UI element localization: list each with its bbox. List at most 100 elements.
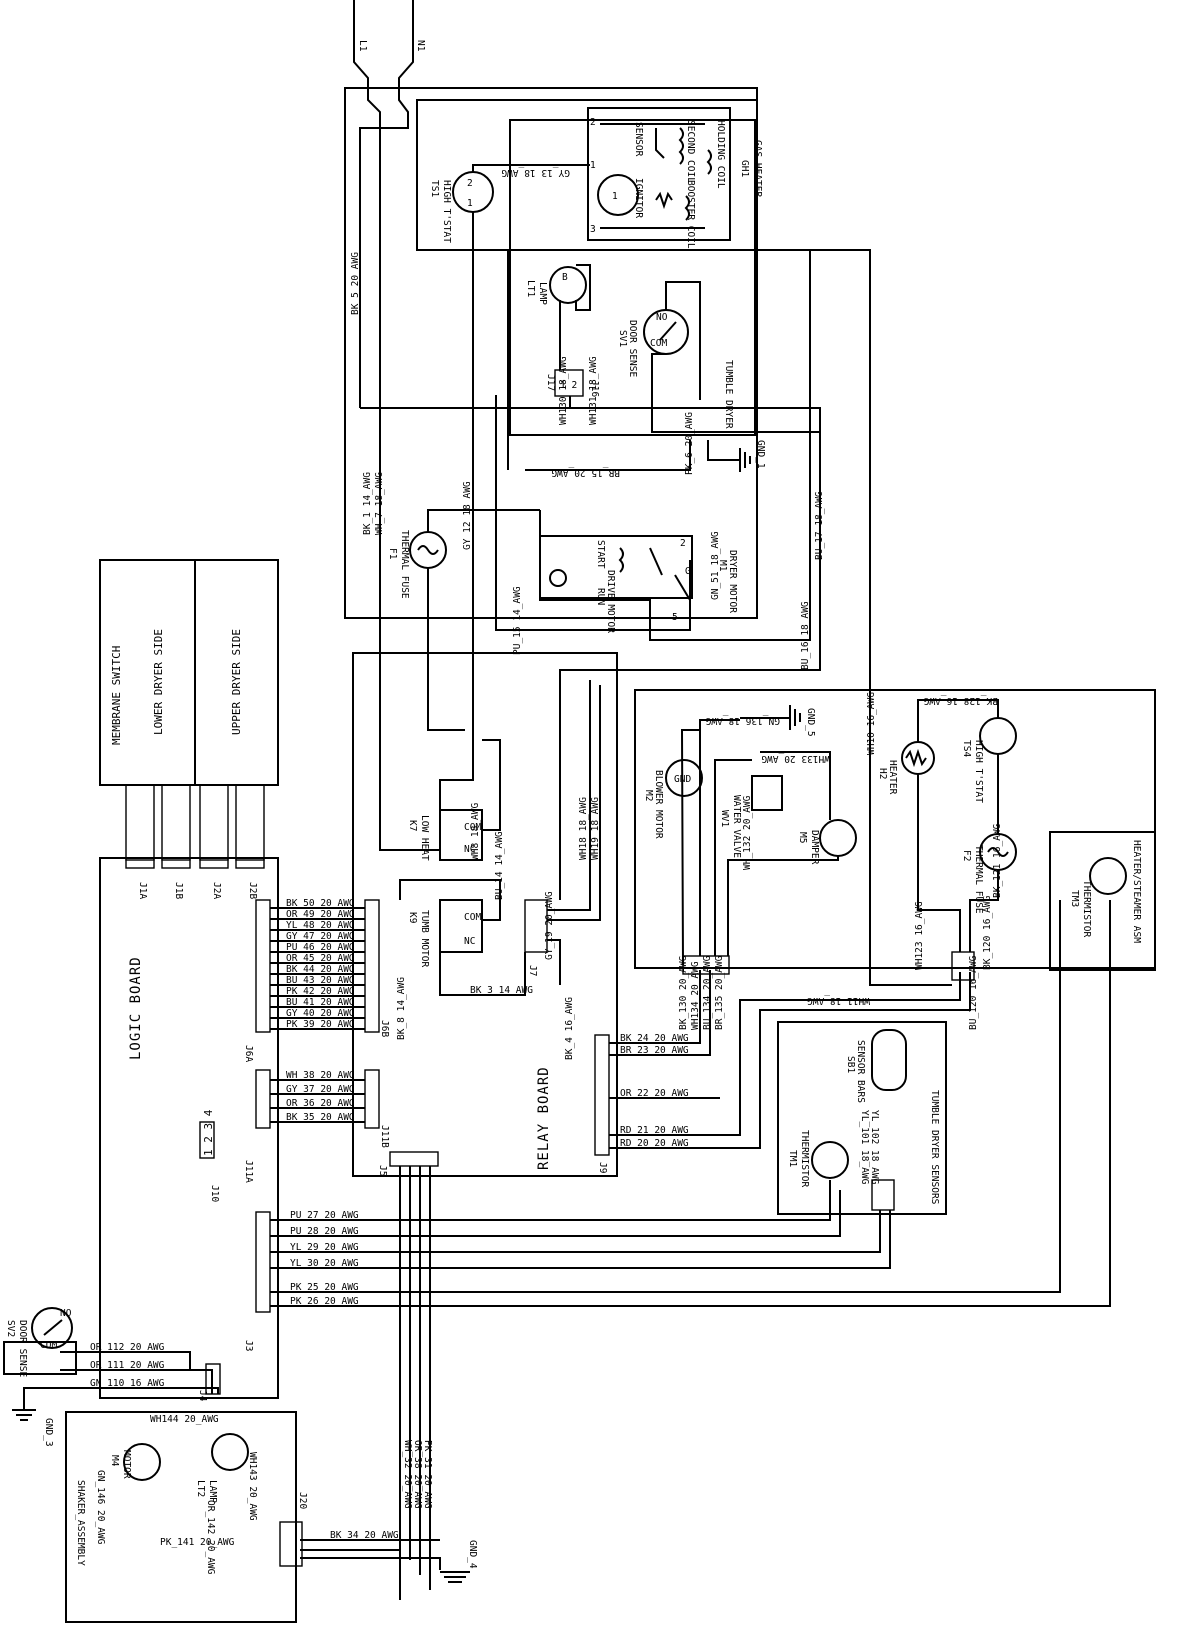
svg-text:PK_26 20_AWG: PK_26 20_AWG [290,1296,359,1307]
svg-text:J9: J9 [597,1162,608,1174]
svg-text:J6B: J6B [379,1020,390,1037]
relay-board-title: RELAY BOARD [536,1066,552,1170]
j17-label: J17 [545,374,556,391]
svg-text:PK_141 20_AWG: PK_141 20_AWG [160,1537,235,1548]
svg-text:WATER VALVE: WATER VALVE [731,795,742,858]
thermal-fuse-f1: F1 THERMAL FUSE [387,509,540,731]
sv1-label: DOOR SENSE [627,320,638,377]
svg-text:COM: COM [40,1340,57,1351]
svg-text:TUMBLE DRYER SENSORS: TUMBLE DRYER SENSORS [929,1090,940,1205]
svg-text:PK_39 20_AWG: PK_39 20_AWG [286,1019,355,1030]
svg-text:WH_132 20_AWG: WH_132 20_AWG [742,795,753,870]
heater-steamer-asm-box [1049,831,1156,971]
svg-text:OR_49 20_AWG: OR_49 20_AWG [286,909,355,920]
svg-text:PU_27 20_AWG: PU_27 20_AWG [290,1210,359,1221]
svg-text:WH_32 20_AWG: WH_32 20_AWG [402,1440,413,1509]
svg-text:YL_48 20_AWG: YL_48 20_AWG [286,920,355,931]
svg-text:PU_15 14_AWG: PU_15 14_AWG [512,586,523,655]
svg-text:J11B: J11B [379,1125,390,1148]
high-tstat-ts1: 2 1 TS1 HIGH T'STAT GY_13 18_AWG [429,164,590,655]
svg-text:M4: M4 [109,1455,120,1467]
bus-j3: PU_27 20_AWG PU_28 20_AWG YL_29 20_AWG Y… [270,900,1111,1307]
svg-text:WH130 18_AWG: WH130 18_AWG [558,356,569,425]
svg-text:GY_47 20_AWG: GY_47 20_AWG [286,931,355,942]
svg-text:H2: H2 [877,768,888,779]
svg-text:GY_13 18_AWG: GY_13 18_AWG [501,167,570,178]
svg-text:DOOR SENSE: DOOR SENSE [17,1320,28,1377]
gas-heater-label: GAS HEATER [752,140,763,197]
svg-text:OR_38 20_AWG: OR_38 20_AWG [412,1440,423,1509]
svg-text:BK_24 20_AWG: BK_24 20_AWG [620,1033,689,1044]
svg-text:COM: COM [650,338,667,349]
gnd-5: GND_5 [740,705,816,737]
gas-heater-box [587,107,731,241]
svg-text:BU_17 18_AWG: BU_17 18_AWG [814,491,825,560]
svg-text:YL_101 18_AWG: YL_101 18_AWG [859,1110,870,1185]
f1-ref: F1 [387,548,398,560]
svg-text:RD_20 20_AWG: RD_20 20_AWG [620,1138,689,1149]
second-coil-label: SECOND COIL [685,120,696,183]
ts1-ref: TS1 [429,180,440,197]
svg-text:WH_38 20_AWG: WH_38 20_AWG [286,1070,355,1081]
svg-text:DRIVE MOTOR: DRIVE MOTOR [605,570,616,633]
svg-text:BU_14 14_AWG: BU_14 14_AWG [494,831,505,900]
svg-text:J11A: J11A [243,1160,254,1183]
svg-text:5: 5 [672,612,678,623]
svg-text:GND_3: GND_3 [43,1418,54,1447]
heater-h2: H2 HEATER [877,741,935,795]
membrane-ribbons [125,784,265,869]
high-tstat-ts4: TS4 HIGH T'STAT [961,717,1017,803]
svg-text:SV2: SV2 [5,1320,16,1337]
svg-text:TUMB MOTOR: TUMB MOTOR [419,910,430,967]
shaker-assembly: SHAKER_ASSEMBLY M4 MOTOR LT2 LAMP J20 BK… [75,1414,441,1575]
line-inputs: L1 N1 [353,0,426,655]
svg-text:1: 1 [590,160,596,171]
svg-text:OR_142 20_AWG: OR_142 20_AWG [205,1500,216,1575]
svg-text:PK_31 20_AWG: PK_31 20_AWG [422,1440,433,1509]
svg-text:J7: J7 [527,965,538,976]
svg-text:RD_21 20_AWG: RD_21 20_AWG [620,1125,689,1136]
logic-board-box [99,857,279,1399]
gnd-4: GND_4 [440,1540,478,1583]
svg-text:COM: COM [464,822,481,833]
svg-text:J1B: J1B [173,882,184,899]
wiring-runs [360,249,999,996]
svg-text:J2A: J2A [211,882,222,899]
svg-text:J5: J5 [377,1165,388,1176]
svg-text:WH10 16_AWG: WH10 16_AWG [866,692,877,755]
svg-text:WH18 18_AWG: WH18 18_AWG [578,797,589,860]
svg-text:K7: K7 [407,820,418,831]
svg-text:GY_19 20_AWG: GY_19 20_AWG [544,891,555,960]
tumble-dryer-label: TUMBLE DRYER [723,360,734,429]
svg-text:BK_5 20_AWG: BK_5 20_AWG [350,252,361,315]
svg-text:BK_8 14_AWG: BK_8 14_AWG [396,977,407,1040]
svg-text:BR_135 20_AWG: BR_135 20_AWG [714,955,725,1030]
svg-text:GN_136 18_AWG: GN_136 18_AWG [705,715,780,726]
svg-text:START: START [595,540,606,569]
svg-text:TM3: TM3 [1069,890,1080,907]
svg-text:G: G [685,566,691,577]
gnd-3: GND_3 [12,1409,54,1447]
svg-text:BU_134 20_AWG: BU_134 20_AWG [702,955,713,1030]
svg-text:GN_146 20_AWG: GN_146 20_AWG [95,1470,106,1545]
dryer-frame [344,87,758,619]
svg-text:NC: NC [464,936,475,947]
svg-text:YL_30 20_AWG: YL_30 20_AWG [290,1258,359,1269]
ignitor-label: IGNITOR [633,178,644,218]
svg-text:WH123 16_AWG: WH123 16_AWG [914,901,925,970]
relay-board-box [352,652,618,1177]
svg-text:NC: NC [464,844,475,855]
lamp-lt1: B LT1 LAMP 1 2 J17 J16 [525,264,600,397]
svg-text:J6A: J6A [243,1045,254,1062]
svg-text:GY_37 20_AWG: GY_37 20_AWG [286,1084,355,1095]
svg-text:3: 3 [590,224,596,235]
svg-text:F2: F2 [961,850,972,861]
svg-text:MOTOR: MOTOR [121,1450,132,1479]
bus-j9: BK_24 20_AWG BR_23 20_AWG OR_22 20_AWG R… [609,970,971,1149]
svg-text:YL_29 20_AWG: YL_29 20_AWG [290,1242,359,1253]
svg-text:BK_4 16_AWG: BK_4 16_AWG [564,997,575,1060]
svg-text:M1: M1 [717,560,728,572]
svg-text:GN_110 16_AWG: GN_110 16_AWG [90,1378,165,1389]
svg-text:THERMAL FUSE: THERMAL FUSE [973,845,984,914]
